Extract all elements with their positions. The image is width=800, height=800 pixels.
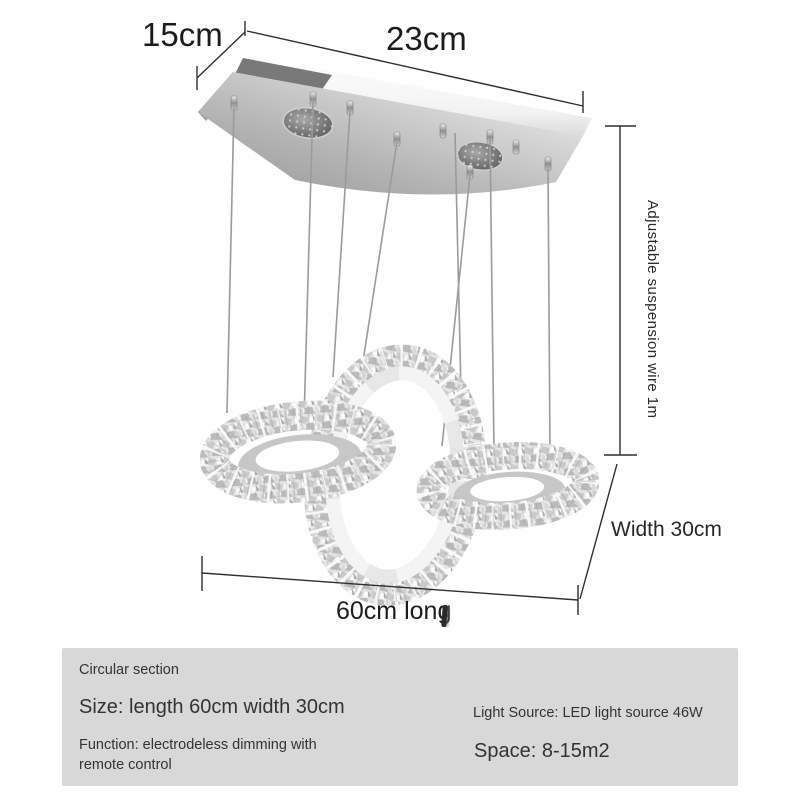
suspension-wire [332, 110, 351, 378]
top-length-dimension-label: 23cm [386, 20, 467, 57]
spec-size-text: Size: length 60cm width 30cm [79, 696, 345, 718]
crystal-ring-left [199, 400, 397, 504]
suspension-wire [547, 166, 551, 453]
suspension-wire [454, 132, 462, 392]
plate-back-shadow [235, 58, 332, 91]
driver-disc [456, 141, 504, 171]
driver-disc [282, 106, 334, 140]
dim-line-length-60cm [201, 556, 579, 615]
dim-line-length-23cm [246, 30, 584, 113]
ceiling-plate [198, 56, 592, 195]
wire-glands [230, 91, 552, 180]
dimension-lines [196, 21, 637, 615]
dim-line-depth-15cm [196, 21, 246, 90]
spec-function-text: Function: electrodeless dimming with rem… [79, 737, 317, 773]
spec-space-text: Space: 8-15m2 [474, 740, 610, 762]
ring-plate-hole [255, 440, 340, 472]
suspension-wire [303, 101, 314, 422]
suspension-wire-label: Adjustable suspension wire 1m [644, 200, 661, 419]
suspension-wire [489, 139, 495, 451]
bottom-length-dimension-label: 60cm long [336, 597, 452, 625]
spec-light-source-text: Light Source: LED light source 46W [473, 705, 703, 721]
spec-section-title: Circular section [79, 662, 179, 678]
dim-line-suspension-height [604, 125, 637, 456]
suspension-wire [226, 105, 235, 414]
crystal-ring-right [416, 442, 600, 530]
dim-line-width-30cm [579, 463, 618, 600]
depth-dimension-label: 15cm [142, 16, 223, 53]
width-dimension-label: Width 30cm [611, 518, 722, 541]
ring-plate-hole [470, 476, 545, 502]
spec-panel: Circular section Size: length 60cm width… [62, 648, 738, 786]
